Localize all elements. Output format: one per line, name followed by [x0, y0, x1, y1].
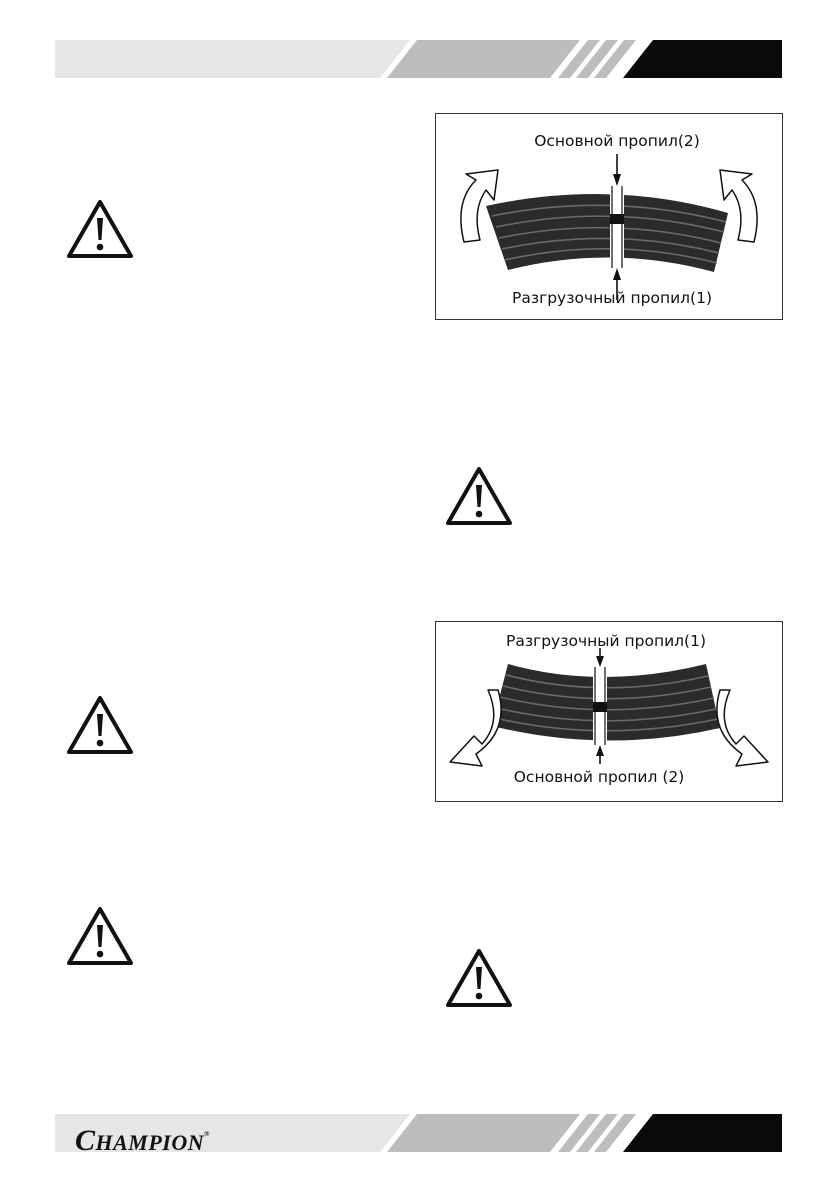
curved-arrow-icon — [719, 169, 758, 243]
registered-mark: ® — [204, 1130, 210, 1138]
brand-logo: CHAMPION® — [75, 1120, 210, 1156]
label-relief-cut: Разгрузочный пропил(1) — [505, 632, 707, 650]
label-main-cut: Основной пропил(2) — [534, 132, 700, 150]
label-main-cut: Основной пропил (2) — [513, 768, 685, 786]
label-relief-cut: Разгрузочный пропил(1) — [511, 289, 713, 307]
header-band — [55, 40, 782, 78]
warning-triangle-icon — [66, 906, 134, 966]
figure-log-upward-bend: Основной пропил(2) Разгрузочный пропил(1… — [435, 113, 783, 320]
warning-triangle-icon — [445, 948, 513, 1008]
brand-name: HAMPION — [95, 1130, 205, 1155]
curved-arrow-icon — [449, 689, 502, 767]
curved-arrow-icon — [716, 689, 769, 767]
warning-triangle-icon — [66, 695, 134, 755]
figure-log-downward-bend: Разгрузочный пропил(1) Основной пропил (… — [435, 621, 783, 802]
brand-initial: C — [75, 1124, 96, 1157]
footer-band — [55, 1114, 782, 1152]
curved-arrow-icon — [460, 169, 499, 243]
warning-triangle-icon — [66, 199, 134, 259]
warning-triangle-icon — [445, 466, 513, 526]
